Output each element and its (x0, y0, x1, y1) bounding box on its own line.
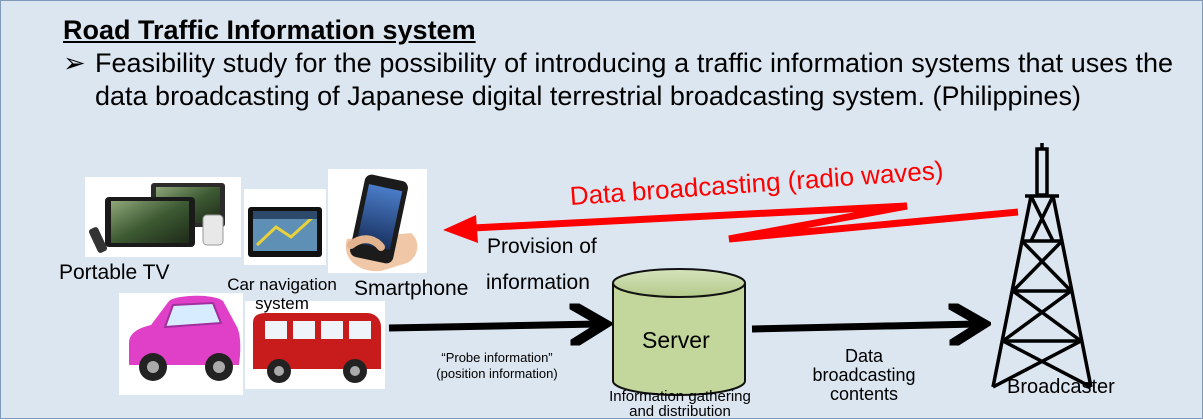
bullet-text: Feasibility study for the possibility of… (95, 48, 1173, 111)
car-navigation-label-line1: Car navigation (227, 275, 337, 294)
portable-tv-image (85, 177, 241, 257)
contents-line1: Data (844, 346, 884, 366)
portable-tv-label: Portable TV (59, 261, 170, 284)
radio-wave-arrow (443, 202, 1019, 243)
provision-label-line1: Provision of (487, 235, 597, 258)
contents-line2: broadcasting (812, 365, 916, 385)
broadcast-tower (991, 143, 1093, 389)
contents-label: Data broadcasting contents (799, 347, 929, 404)
contents-arrow (751, 324, 977, 329)
server-label: Server (642, 327, 710, 353)
gathering-label: Information gathering and distribution (590, 389, 770, 419)
probe-information-line1: “Probe information” (441, 350, 553, 365)
car-navigation-label: Car navigation system (208, 275, 356, 313)
red-bus-image (245, 301, 385, 389)
provision-label-line2: information (486, 271, 590, 294)
contents-line3: contents (829, 384, 899, 404)
car-navigation-image (244, 189, 326, 265)
pink-car-image (119, 293, 243, 395)
bullet-arrow-icon: ➢ (63, 48, 86, 78)
slide-title: Road Traffic Information system (63, 15, 476, 45)
smartphone-label: Smartphone (354, 277, 469, 300)
server-cylinder (612, 268, 746, 396)
car-navigation-label-line2: system (255, 294, 309, 313)
probe-information-line2: (position information) (436, 366, 558, 381)
smartphone-image (328, 169, 427, 273)
probe-arrow (388, 324, 598, 328)
probe-information-label: “Probe information” (position informatio… (397, 350, 597, 382)
broadcaster-label: Broadcaster (1007, 376, 1115, 398)
gathering-line1: Information gathering (609, 388, 751, 405)
gathering-line2: and distribution (629, 403, 731, 420)
